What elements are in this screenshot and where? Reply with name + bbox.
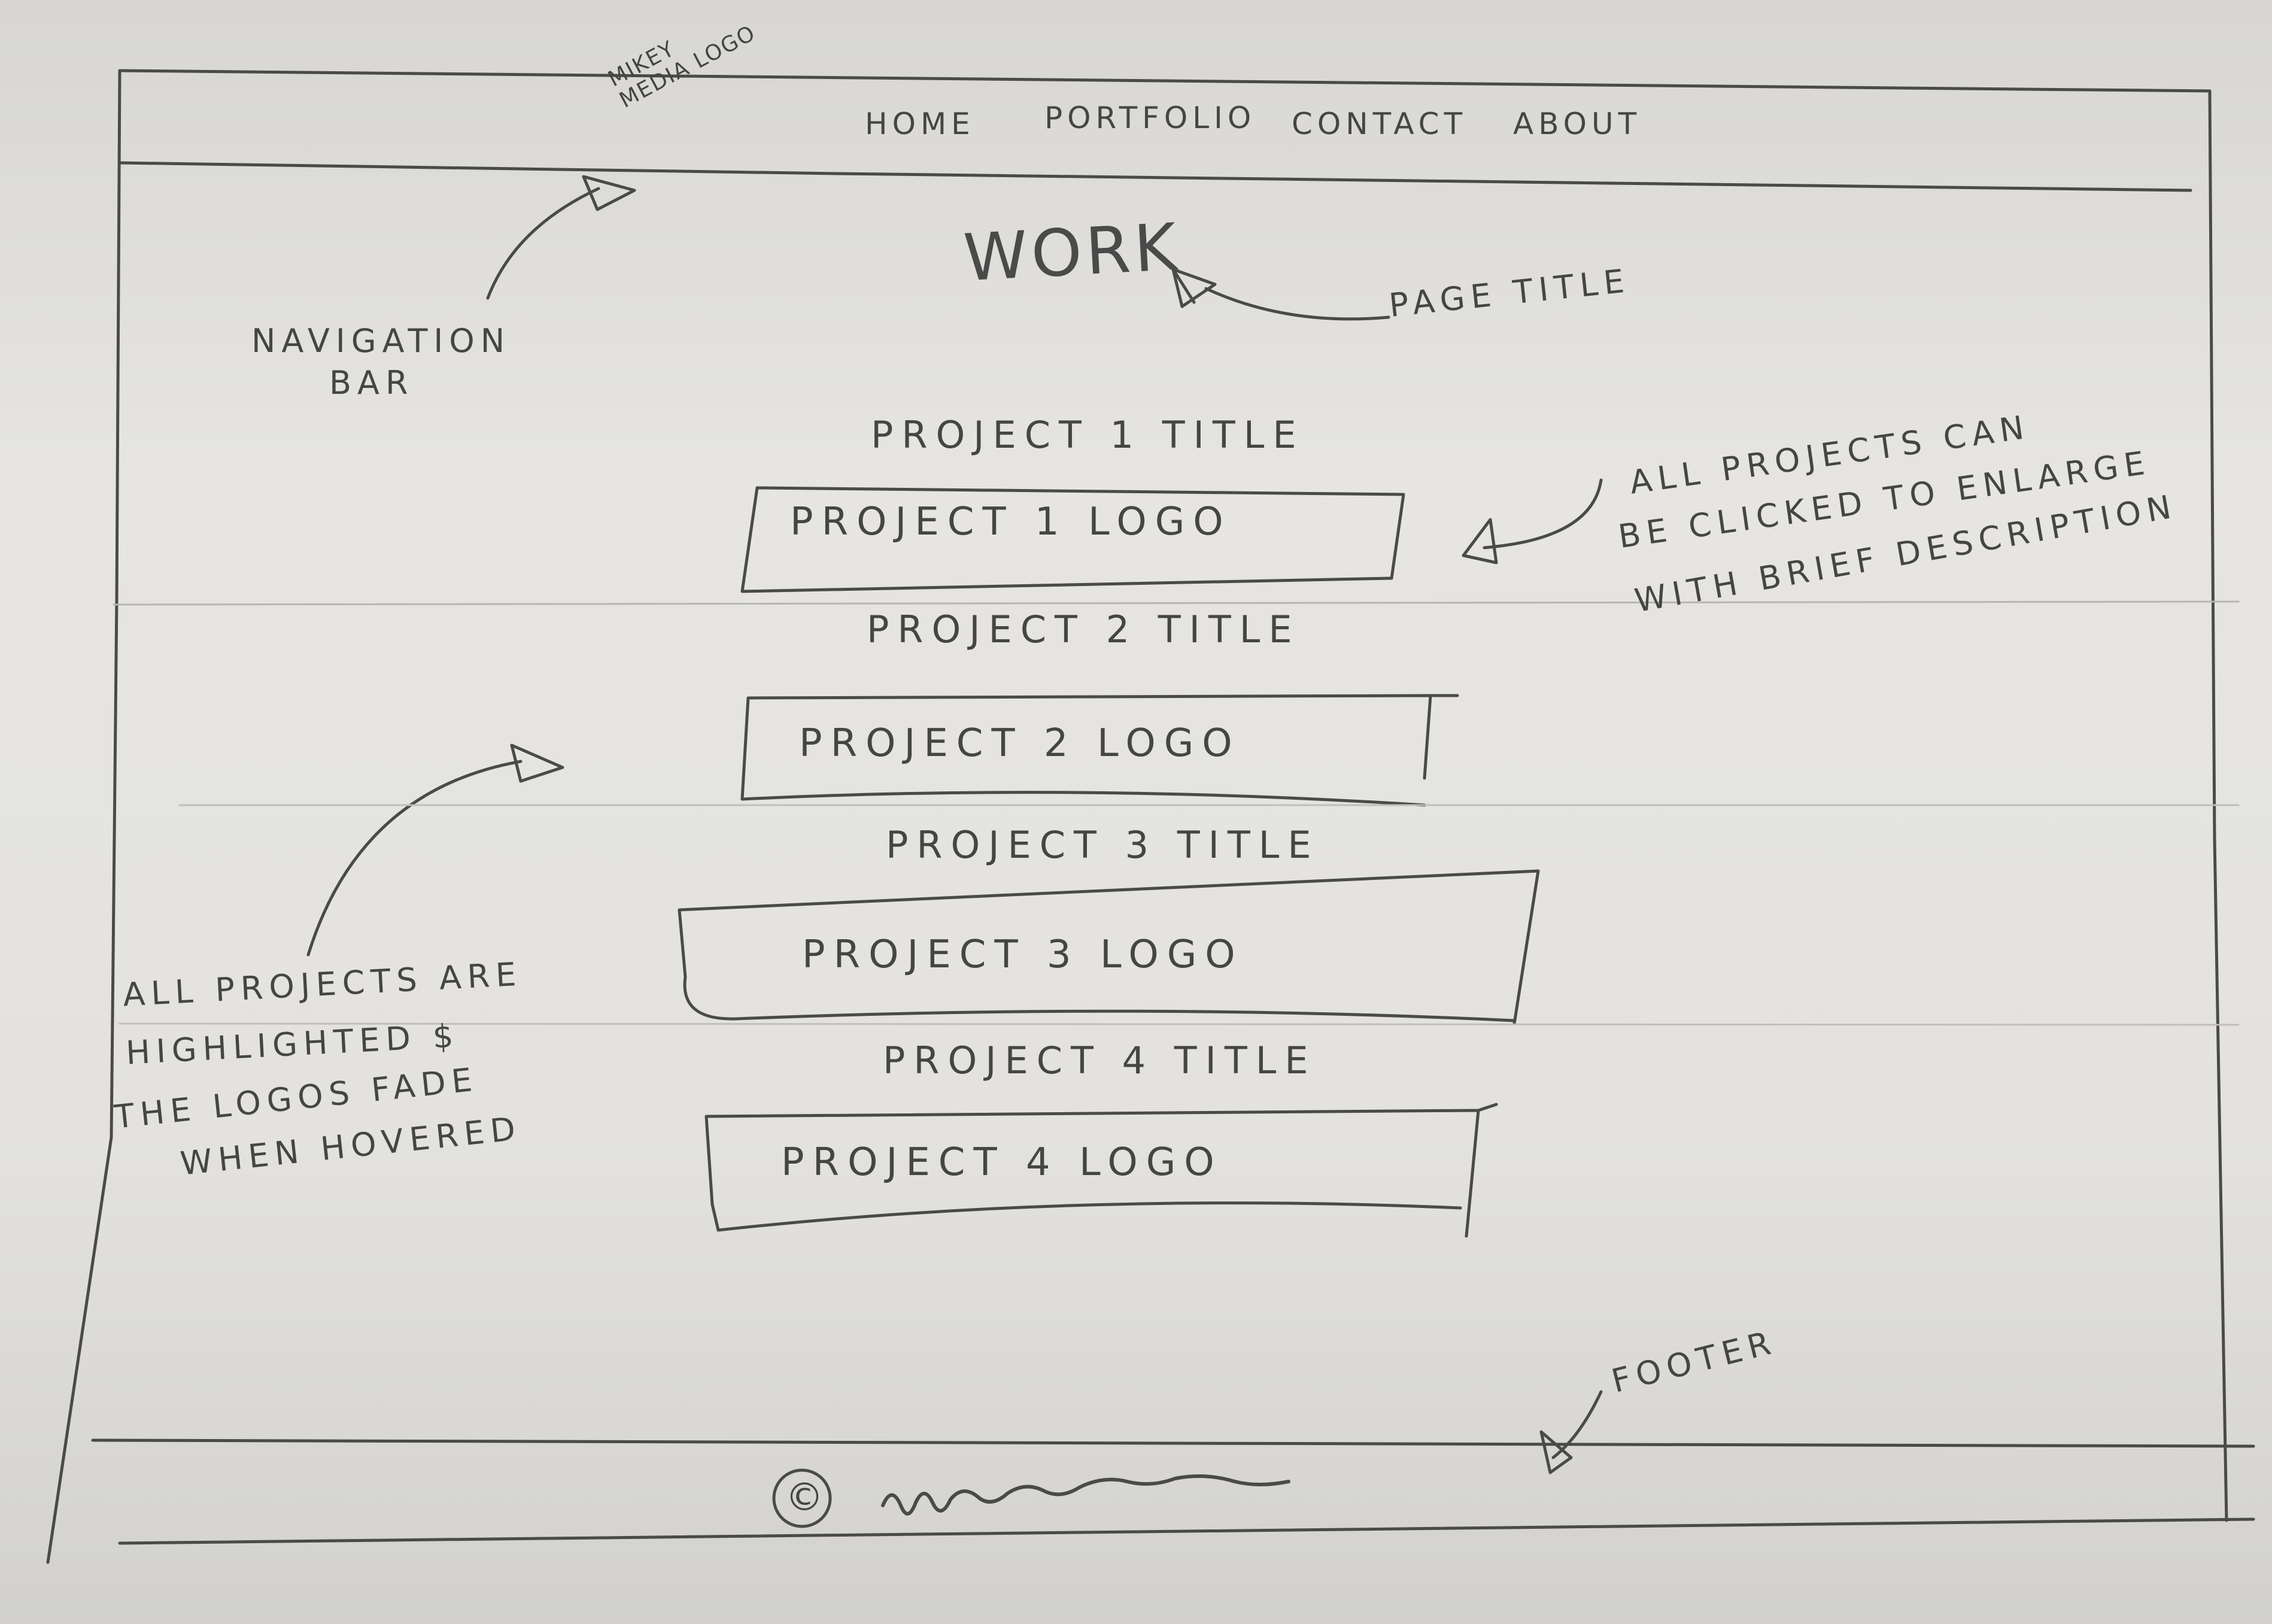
paper-rule: [113, 600, 2240, 606]
nav-item-about[interactable]: ABOUT: [1513, 107, 1642, 141]
nav-item-contact[interactable]: CONTACT: [1292, 107, 1468, 141]
project-4-logo[interactable]: PROJECT 4 LOGO: [781, 1140, 1223, 1185]
title-annotation-arrow: [1204, 287, 1390, 321]
annotation-navigation-bar-line2: BAR: [329, 364, 414, 402]
project-1-title: PROJECT 1 TITLE: [871, 413, 1305, 457]
project-2-card[interactable]: PROJECT 2 LOGO: [748, 697, 1424, 796]
footer-annotation-arrowhead: [1539, 1430, 1573, 1474]
project-1-box-outline: [740, 486, 1405, 593]
footer-copyright-symbol: ©: [785, 1476, 824, 1520]
nav-bar-divider: [118, 161, 2192, 192]
hover-annotation-arrowhead: [510, 743, 564, 783]
project-3-title: PROJECT 3 TITLE: [886, 823, 1320, 867]
project-4-card[interactable]: PROJECT 4 LOGO: [709, 1113, 1472, 1218]
title-annotation-arrowhead: [1171, 268, 1217, 308]
project-2-box-outline: [740, 694, 1459, 807]
project-1-card[interactable]: PROJECT 1 LOGO: [754, 488, 1401, 584]
project-2-logo[interactable]: PROJECT 2 LOGO: [799, 721, 1241, 766]
project-4-box-outline: [704, 1103, 1498, 1238]
nav-item-home[interactable]: HOME: [865, 107, 975, 141]
annotation-navigation-bar-line1: NAVIGATION: [251, 322, 511, 360]
project-3-card[interactable]: PROJECT 3 LOGO: [682, 886, 1526, 1015]
page-frame-right: [2208, 89, 2228, 1522]
nav-annotation-arrowhead: [582, 175, 636, 211]
hover-annotation-arrow: [306, 760, 523, 957]
footer-top-line: [91, 1438, 2255, 1448]
paper-rule: [119, 1022, 2240, 1026]
page-title: WORK: [961, 210, 1182, 296]
nav-item-portfolio[interactable]: PORTFOLIO: [1044, 101, 1256, 135]
nav-annotation-arrow: [486, 187, 600, 300]
footer-scribble: [881, 1474, 1290, 1516]
footer-bottom-line: [118, 1517, 2255, 1545]
project-3-box-outline: [678, 869, 1540, 1025]
project-4-title: PROJECT 4 TITLE: [883, 1039, 1317, 1082]
copyright-circle: [772, 1468, 832, 1528]
click-annotation-arrowhead: [1462, 518, 1498, 564]
footer-annotation-arrow: [1551, 1390, 1603, 1459]
page-frame-top: [118, 69, 2212, 93]
click-annotation-arrow: [1483, 478, 1603, 550]
project-2-title: PROJECT 2 TITLE: [867, 608, 1301, 651]
page-frame-left: [46, 69, 122, 1564]
project-1-logo[interactable]: PROJECT 1 LOGO: [790, 500, 1232, 544]
project-3-logo[interactable]: PROJECT 3 LOGO: [802, 933, 1244, 977]
